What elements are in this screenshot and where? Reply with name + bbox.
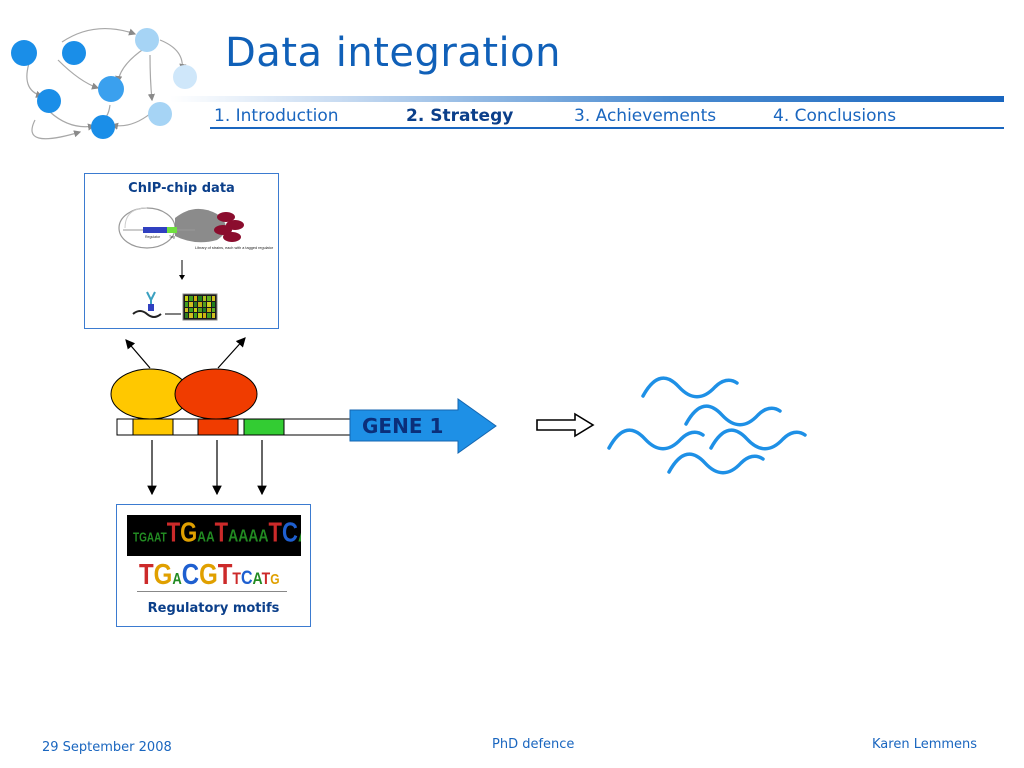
header-gradient-bar: [170, 96, 1004, 102]
chip-chip-figure: Regulator Tag Library of strains, each w…: [118, 207, 274, 321]
network-logo-icon: [11, 28, 197, 140]
chip-panel-title: ChIP-chip data: [128, 181, 235, 196]
nav-underline: [210, 127, 1004, 129]
strain-cell-4: [223, 232, 241, 242]
nav-item-conclusions[interactable]: 4. Conclusions: [773, 106, 897, 126]
tag-segment: [167, 227, 177, 233]
antibody-icon: [146, 291, 156, 306]
binding-site-yellow: [132, 418, 174, 436]
construct-label-regulator: Regulator: [145, 235, 161, 239]
footer-event: PhD defence: [492, 737, 575, 752]
motif-logo-baseline: [137, 591, 287, 592]
transcription-arrow: [536, 412, 595, 438]
chip-chip-panel: ChIP-chip data Regulator Tag Library of …: [84, 173, 279, 329]
microarray-spots: [185, 296, 215, 318]
mrna-wave-1: [641, 376, 739, 399]
arrow-to-chip-left: [125, 339, 151, 369]
motif-logo-top-letters: TGAATTGAATAAAATCA: [133, 516, 301, 548]
callout-bubble: [175, 208, 226, 243]
regulatory-motifs-panel: TGAATTGAATAAAATCA TGACGTTCATG Regulatory…: [116, 504, 311, 627]
nav-item-achievements[interactable]: 3. Achievements: [574, 106, 717, 126]
strain-library-caption: Library of strains, each with a tagged r…: [195, 246, 274, 250]
nav-item-strategy[interactable]: 2. Strategy: [406, 106, 514, 126]
binding-site-green: [243, 418, 285, 436]
binding-site-red: [197, 418, 239, 436]
mrna-wave-4: [709, 428, 807, 451]
regulator-segment: [143, 227, 167, 233]
motif-logo-top: TGAATTGAATAAAATCA: [127, 515, 301, 556]
footer-date: 29 September 2008: [42, 740, 172, 755]
mrna-wave-5: [667, 452, 765, 475]
gene-label: GENE 1: [362, 414, 444, 438]
regulator-red: [174, 368, 258, 420]
mrna-wave-2: [684, 404, 782, 427]
mrna-transcripts: [607, 376, 807, 475]
arrow-to-chip-right: [217, 337, 246, 369]
footer-author: Karen Lemmens: [872, 737, 978, 752]
motif-panel-label: Regulatory motifs: [147, 601, 280, 616]
motif-logo-bottom: TGACGTTCATG: [139, 558, 280, 591]
slide-title: Data integration: [225, 30, 561, 76]
mrna-wave-3: [607, 428, 705, 451]
gene-arrow: [349, 398, 497, 454]
construct-label-tag: Tag: [169, 235, 175, 239]
strain-cell-1: [217, 212, 235, 222]
nav-item-introduction[interactable]: 1. Introduction: [214, 106, 339, 126]
strain-cell-3: [214, 225, 232, 235]
